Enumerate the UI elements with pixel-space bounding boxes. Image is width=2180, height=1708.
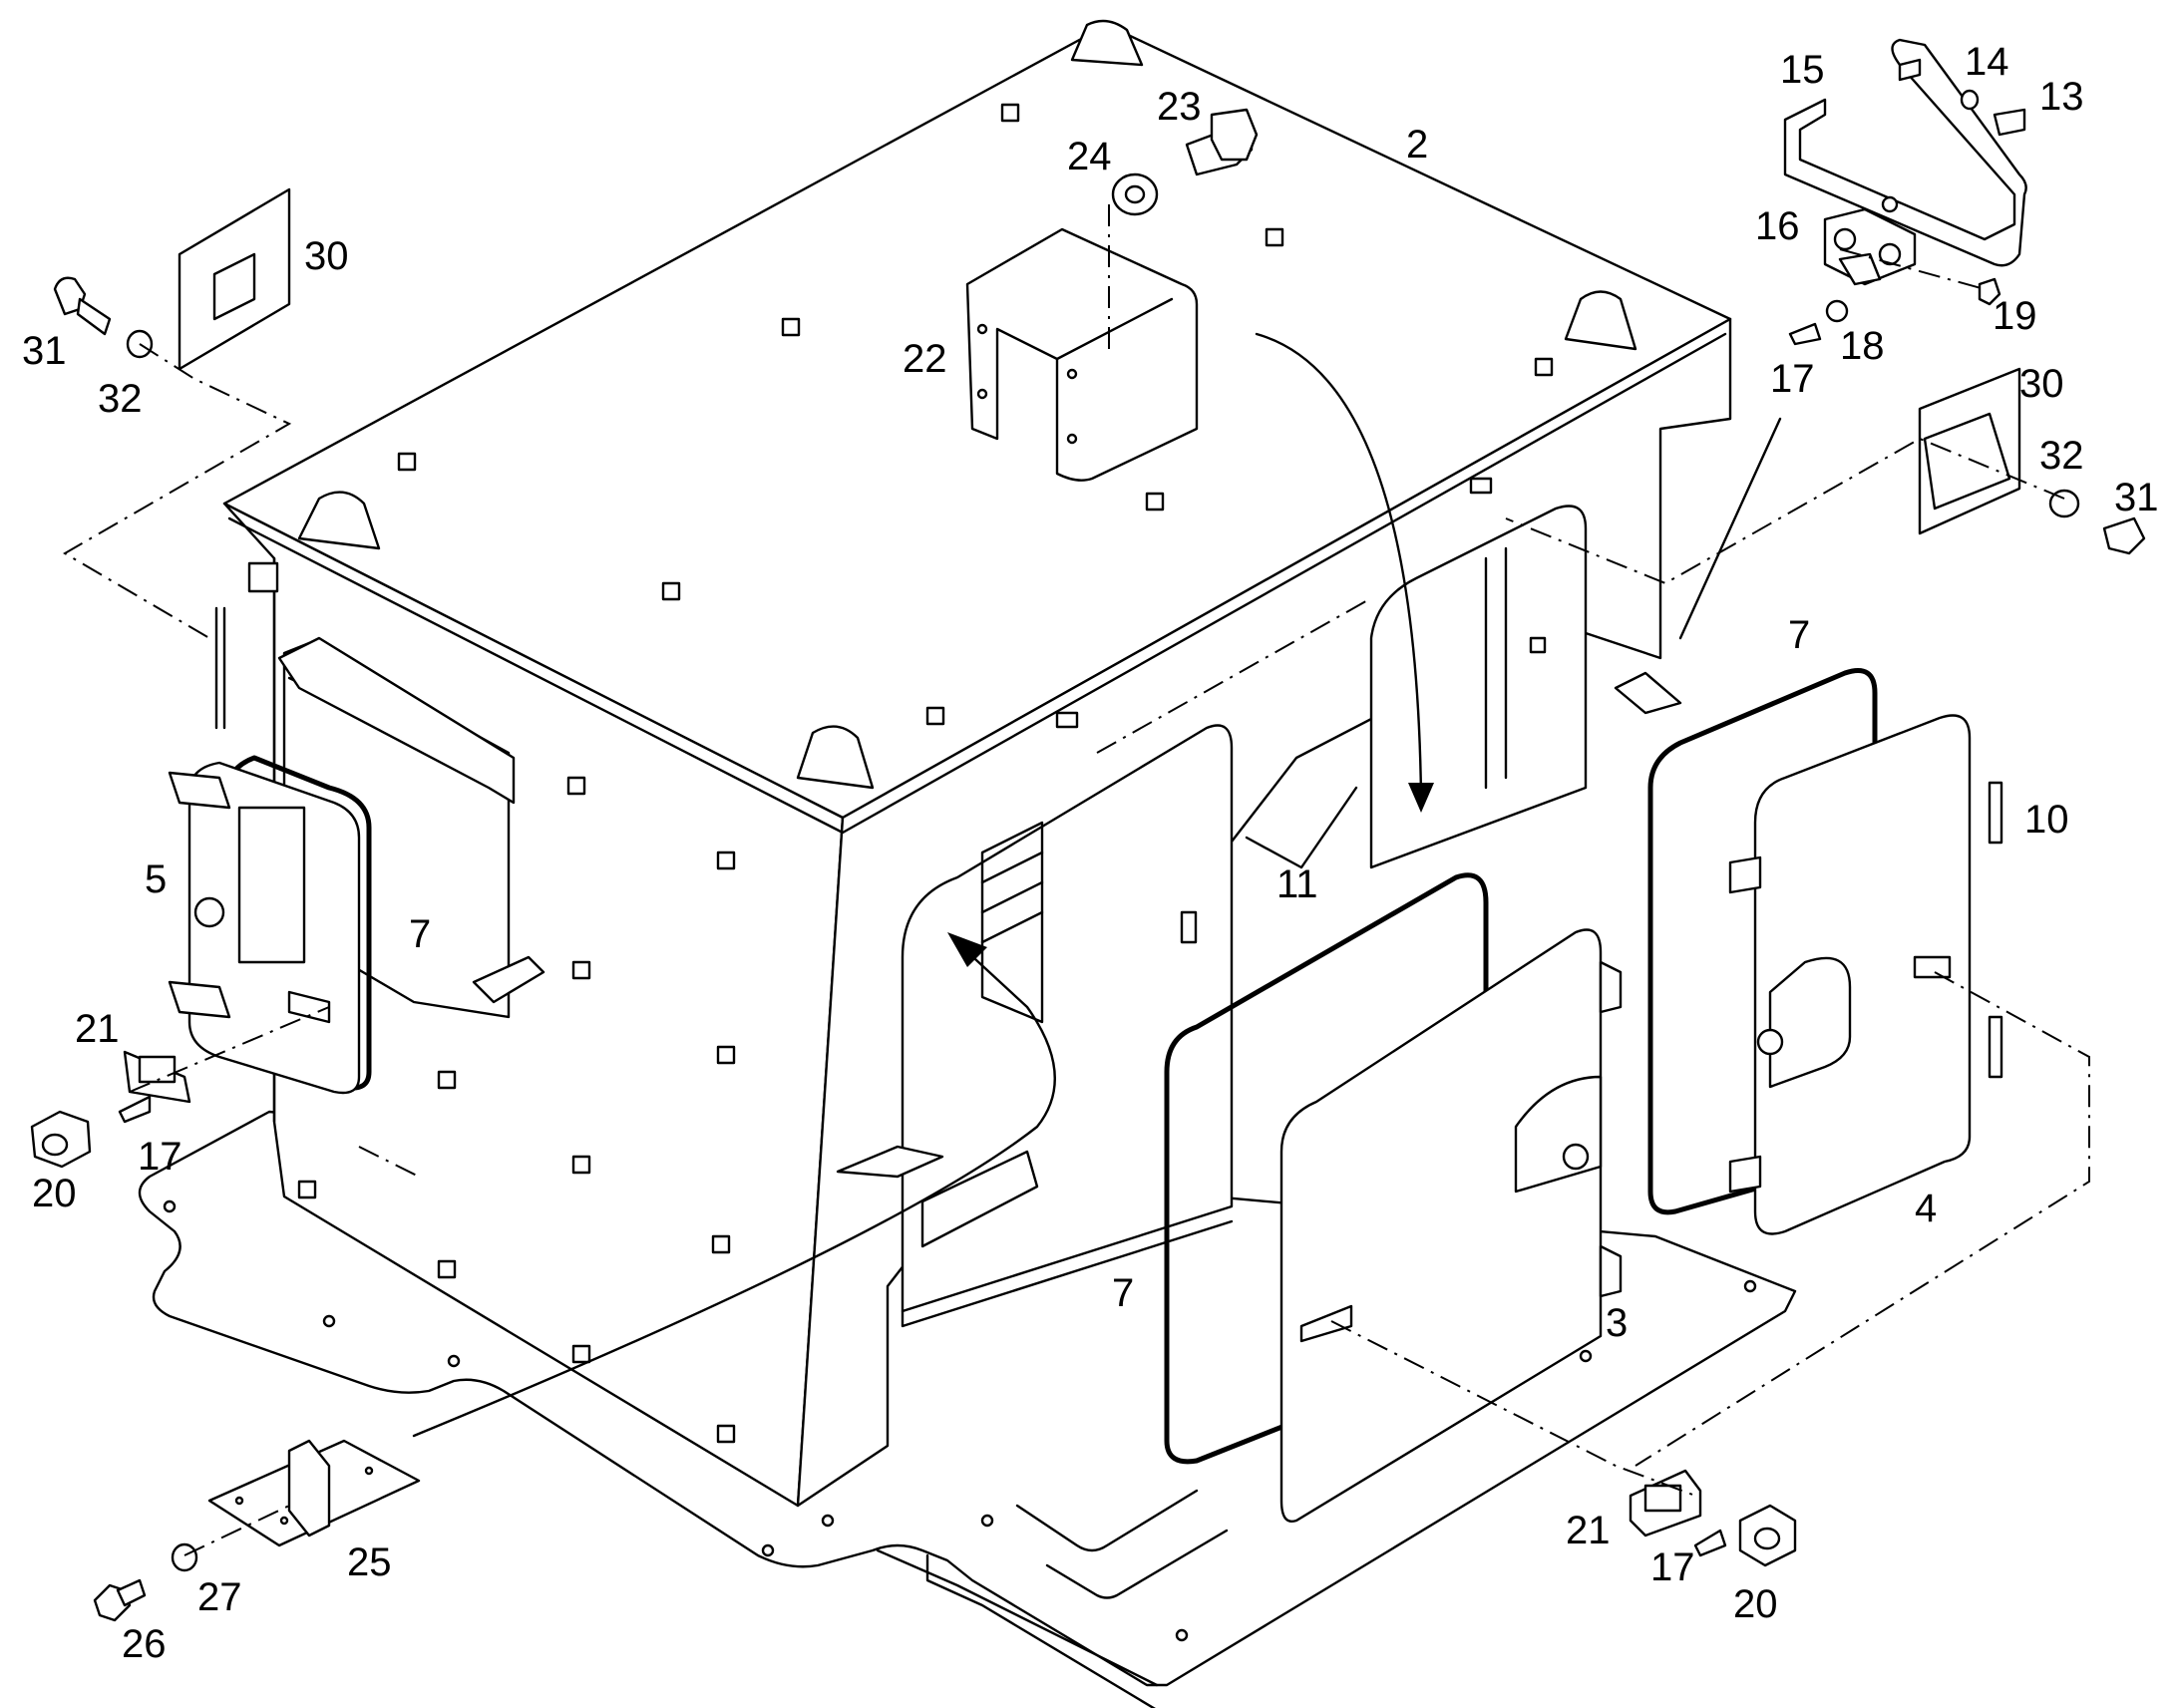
callout-2: 2 [1406,123,1428,167]
callout-25: 25 [347,1540,392,1584]
top-cover-bracket [965,227,1199,482]
washer-14 [1960,89,1980,111]
alignment-lines [63,204,2090,1556]
assembly-arrow-bottom [412,945,1056,1438]
latch-21-front [1629,1469,1702,1537]
callout-32a: 32 [98,377,143,421]
callout-30b: 30 [2019,362,2064,406]
screw-26 [93,1578,147,1622]
callout-21a: 21 [75,1007,120,1051]
callout-32b: 32 [2039,434,2084,478]
left-door-5 [168,755,372,1095]
washer-32-right [2048,489,2080,518]
callout-5: 5 [145,857,167,901]
callout-24: 24 [1067,135,1112,178]
callout-11: 11 [1276,862,1318,906]
callout-16: 16 [1755,204,1800,248]
washer-24 [1111,172,1159,216]
callout-18: 18 [1840,324,1885,368]
washer-18 [1825,299,1849,323]
bolt-23 [1185,108,1259,176]
cover-plate-30-left [178,187,291,371]
screw-31-left [53,276,112,336]
callout-20a: 20 [32,1172,77,1215]
right-door-4 [1728,714,1972,1235]
washer-27 [171,1542,198,1572]
callout-7a: 7 [409,912,431,956]
callout-3: 3 [1606,1301,1628,1345]
cover-plate-30-right [1918,367,2021,535]
callout-21b: 21 [1566,1509,1611,1552]
callout-31b: 31 [2114,476,2159,519]
callout-17c: 17 [1770,357,1815,401]
callout-labels: 2 3 4 5 7 7 7 10 11 13 14 15 16 17 17 17… [22,40,2159,1666]
callout-31a: 31 [22,329,67,373]
bracket-25 [207,1439,421,1547]
callout-7c: 7 [1788,613,1810,657]
callout-7b: 7 [1112,1271,1134,1315]
knob-20-front [1738,1504,1797,1567]
callout-19: 19 [1993,294,2037,338]
knob-20-left [30,1110,92,1169]
hinge-pin-10 [1988,781,2003,1079]
callout-15: 15 [1780,48,1825,92]
callout-17b: 17 [1650,1545,1695,1589]
bumper-16 [1823,207,1917,286]
screw-13 [1993,108,2026,137]
callout-27: 27 [197,1575,242,1619]
screw-31-right [2102,516,2146,555]
assembly-arrow-top [1255,332,1423,800]
nut-19 [1978,277,2001,306]
callout-26: 26 [122,1622,167,1666]
callout-22: 22 [903,337,947,381]
screw-17-top [1788,322,1822,346]
front-gasket-7 [1164,872,1489,1465]
callout-14: 14 [1965,40,2009,84]
callout-20b: 20 [1733,1582,1778,1626]
latch-21-left [123,1050,191,1104]
callout-23: 23 [1157,85,1202,129]
leader-17-top [1678,417,1782,640]
screw-17-front [1693,1529,1727,1557]
callout-17a: 17 [138,1135,182,1179]
callout-4: 4 [1915,1187,1937,1230]
callout-13: 13 [2039,75,2084,119]
leader-11 [1245,786,1358,869]
front-door-3 [1279,928,1623,1523]
callout-10: 10 [2024,798,2069,842]
callout-30a: 30 [304,234,349,278]
screw-17-left [118,1095,152,1124]
bracket-15 [1783,38,2027,267]
